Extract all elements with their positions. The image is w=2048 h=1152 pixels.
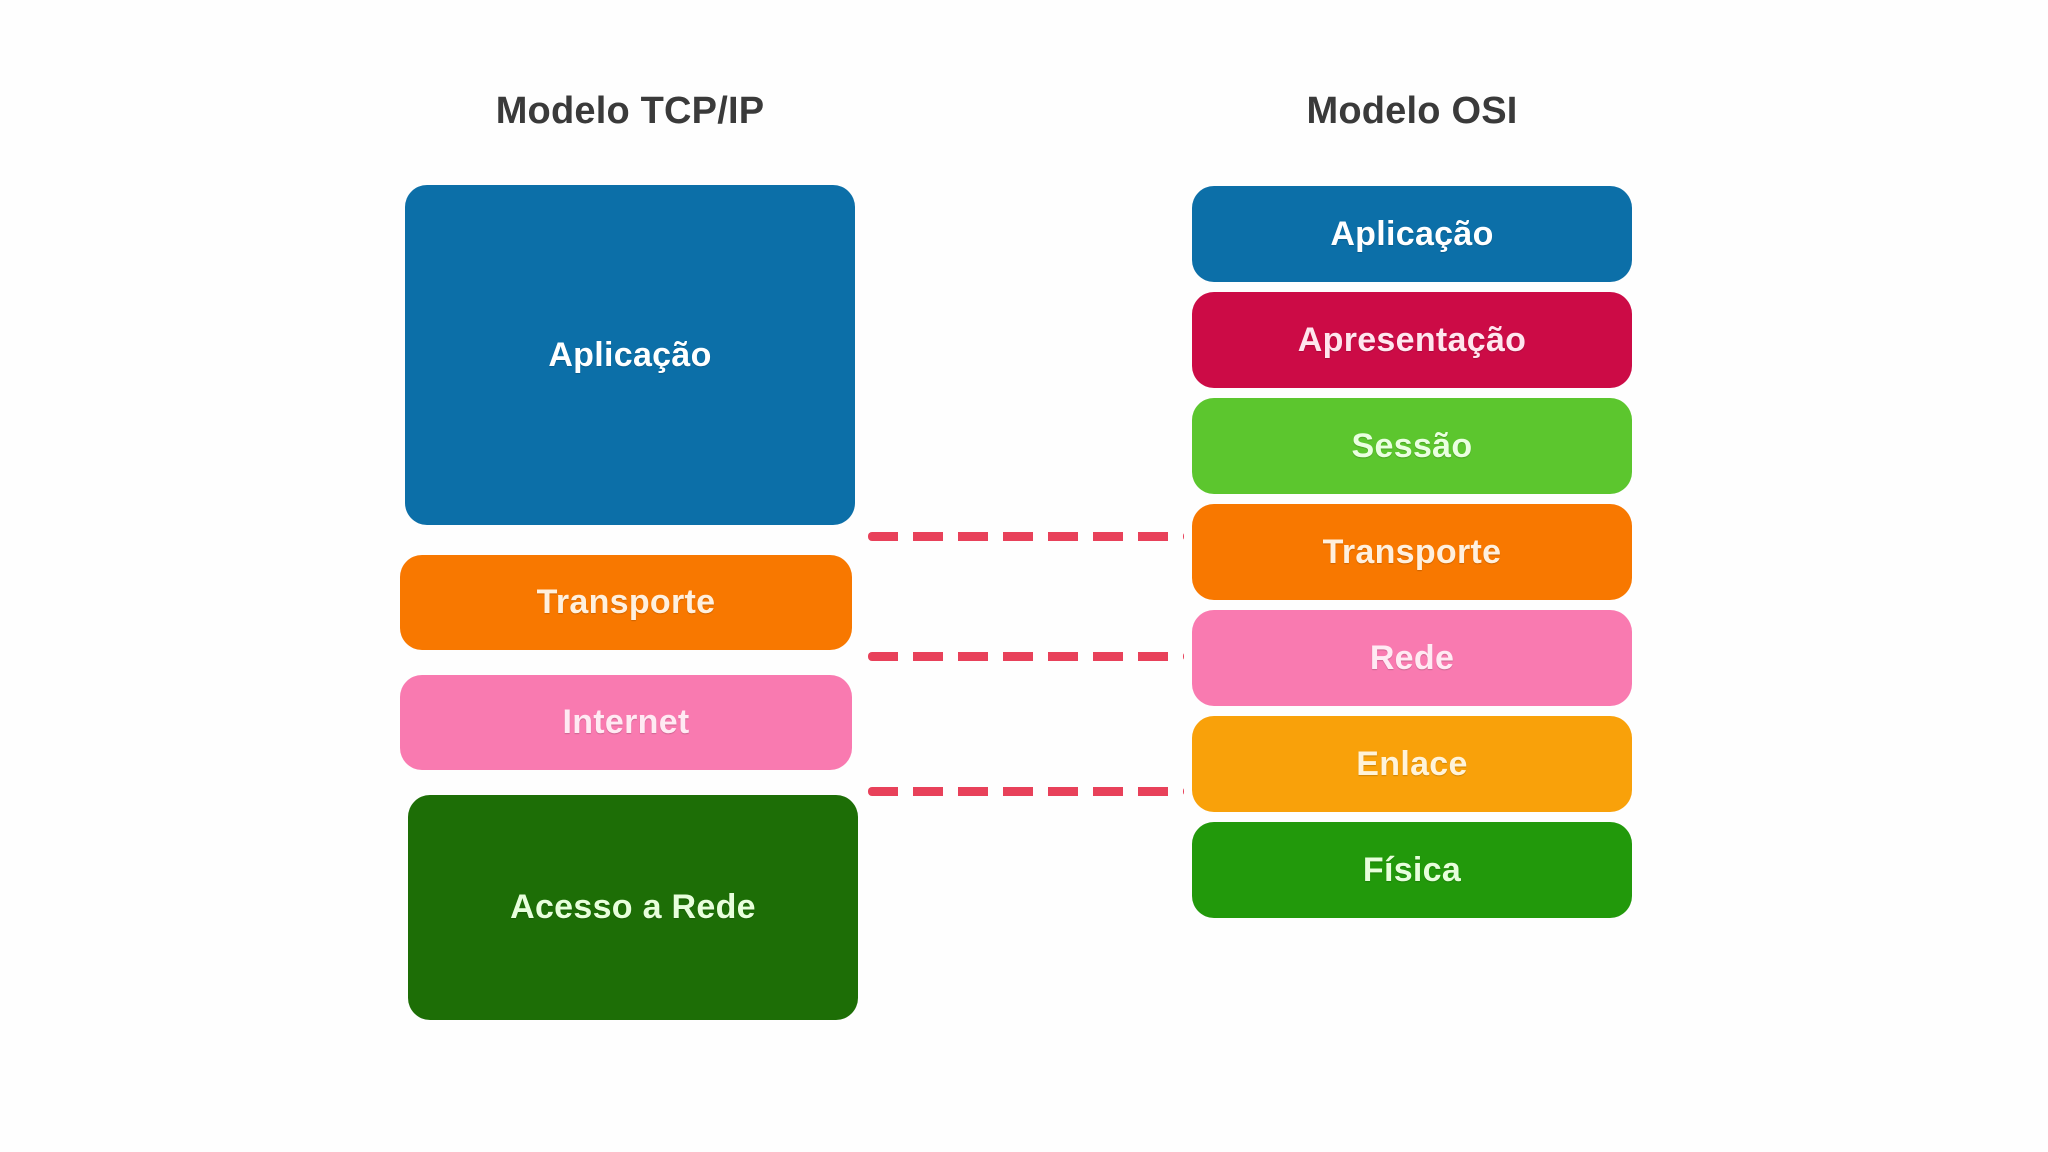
tcpip-layer-label: Internet (562, 703, 690, 741)
dashed-connector-2 (868, 787, 1184, 796)
tcpip-layer-label: Acesso a Rede (510, 888, 756, 926)
tcpip-layer-0[interactable]: Aplicação (405, 185, 855, 525)
tcpip-layer-3[interactable]: Acesso a Rede (408, 795, 858, 1020)
osi-layer-4[interactable]: Rede (1192, 610, 1632, 706)
osi-layer-5[interactable]: Enlace (1192, 716, 1632, 812)
osi-layer-3[interactable]: Transporte (1192, 504, 1632, 600)
osi-layer-0[interactable]: Aplicação (1192, 186, 1632, 282)
tcpip-layer-1[interactable]: Transporte (400, 555, 852, 650)
osi-layer-label: Apresentação (1297, 320, 1527, 359)
osi-layer-6[interactable]: Física (1192, 822, 1632, 918)
osi-layer-label: Física (1362, 850, 1462, 889)
tcpip-layer-label: Transporte (536, 583, 716, 621)
osi-column-title: Modelo OSI (1306, 90, 1518, 132)
osi-layer-label: Sessão (1351, 426, 1473, 465)
osi-layer-label: Aplicação (1330, 214, 1494, 253)
tcpip-layer-2[interactable]: Internet (400, 675, 852, 770)
osi-layer-1[interactable]: Apresentação (1192, 292, 1632, 388)
osi-layer-label: Transporte (1322, 532, 1502, 571)
osi-layer-label: Rede (1369, 638, 1455, 677)
dashed-connector-0 (868, 532, 1184, 541)
osi-layer-2[interactable]: Sessão (1192, 398, 1632, 494)
dashed-connector-1 (868, 652, 1184, 661)
osi-layer-label: Enlace (1356, 744, 1468, 783)
tcpip-layer-label: Aplicação (548, 335, 712, 374)
tcpip-column-title: Modelo TCP/IP (495, 90, 765, 132)
